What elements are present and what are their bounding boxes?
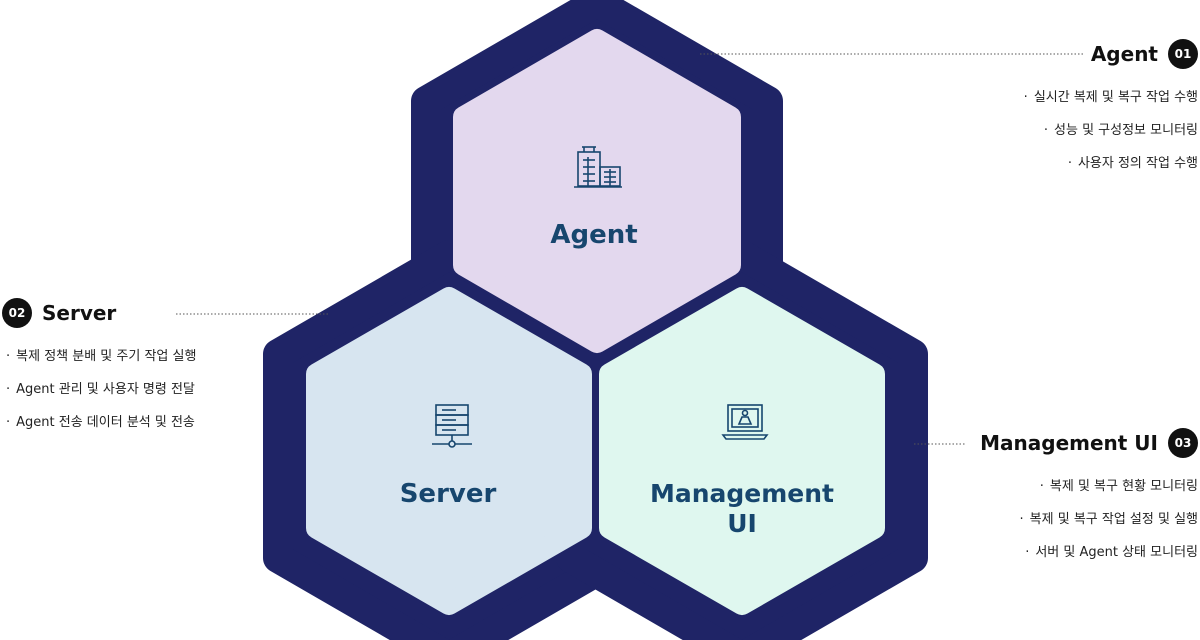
agent-panel-title: Agent <box>1090 42 1158 66</box>
server-hex-label: Server <box>400 479 497 509</box>
server-panel-header: 02 Server <box>2 298 196 328</box>
management-panel-title: Management UI <box>980 431 1158 455</box>
server-icon <box>432 404 472 448</box>
server-number-badge: 02 <box>2 298 32 328</box>
server-panel-title: Server <box>42 301 117 325</box>
management-hex-label-line1: Management <box>650 479 834 508</box>
management-hex-label-line2: UI <box>727 509 757 538</box>
list-item: ·성능 및 구성정보 모니터링 <box>1043 123 1198 138</box>
management-info-panel: Management UI 03 ·복제 및 복구 현황 모니터링 ·복제 및 … <box>980 428 1198 569</box>
list-item: ·Agent 관리 및 사용자 명령 전달 <box>6 382 195 397</box>
management-hex <box>599 287 885 615</box>
laptop-user-icon <box>721 404 769 440</box>
list-item: ·Agent 전송 데이터 분석 및 전송 <box>6 415 195 430</box>
list-item: ·복제 및 복구 작업 설정 및 실행 <box>1019 512 1198 527</box>
management-feature-list: ·복제 및 복구 현황 모니터링 ·복제 및 복구 작업 설정 및 실행 ·서버… <box>980 470 1198 569</box>
server-info-panel: 02 Server ·복제 정책 분배 및 주기 작업 실행 ·Agent 관리… <box>2 298 196 439</box>
management-number-badge: 03 <box>1168 428 1198 458</box>
list-item: ·사용자 정의 작업 수행 <box>1067 156 1198 171</box>
list-item: ·복제 및 복구 현황 모니터링 <box>1039 479 1198 494</box>
agent-info-panel: Agent 01 ·실시간 복제 및 복구 작업 수행 ·성능 및 구성정보 모… <box>1018 39 1198 180</box>
server-feature-list: ·복제 정책 분배 및 주기 작업 실행 ·Agent 관리 및 사용자 명령 … <box>2 340 196 439</box>
agent-hex <box>453 29 741 353</box>
agent-panel-header: Agent 01 <box>1018 39 1198 69</box>
management-panel-header: Management UI 03 <box>980 428 1198 458</box>
list-item: ·실시간 복제 및 복구 작업 수행 <box>1023 90 1198 105</box>
agent-feature-list: ·실시간 복제 및 복구 작업 수행 ·성능 및 구성정보 모니터링 ·사용자 … <box>1018 81 1198 180</box>
agent-hex-label: Agent <box>550 220 637 250</box>
list-item: ·복제 정책 분배 및 주기 작업 실행 <box>6 349 197 364</box>
list-item: ·서버 및 Agent 상태 모니터링 <box>1025 545 1198 560</box>
server-hex <box>306 287 592 615</box>
building-icon <box>574 146 622 188</box>
agent-number-badge: 01 <box>1168 39 1198 69</box>
